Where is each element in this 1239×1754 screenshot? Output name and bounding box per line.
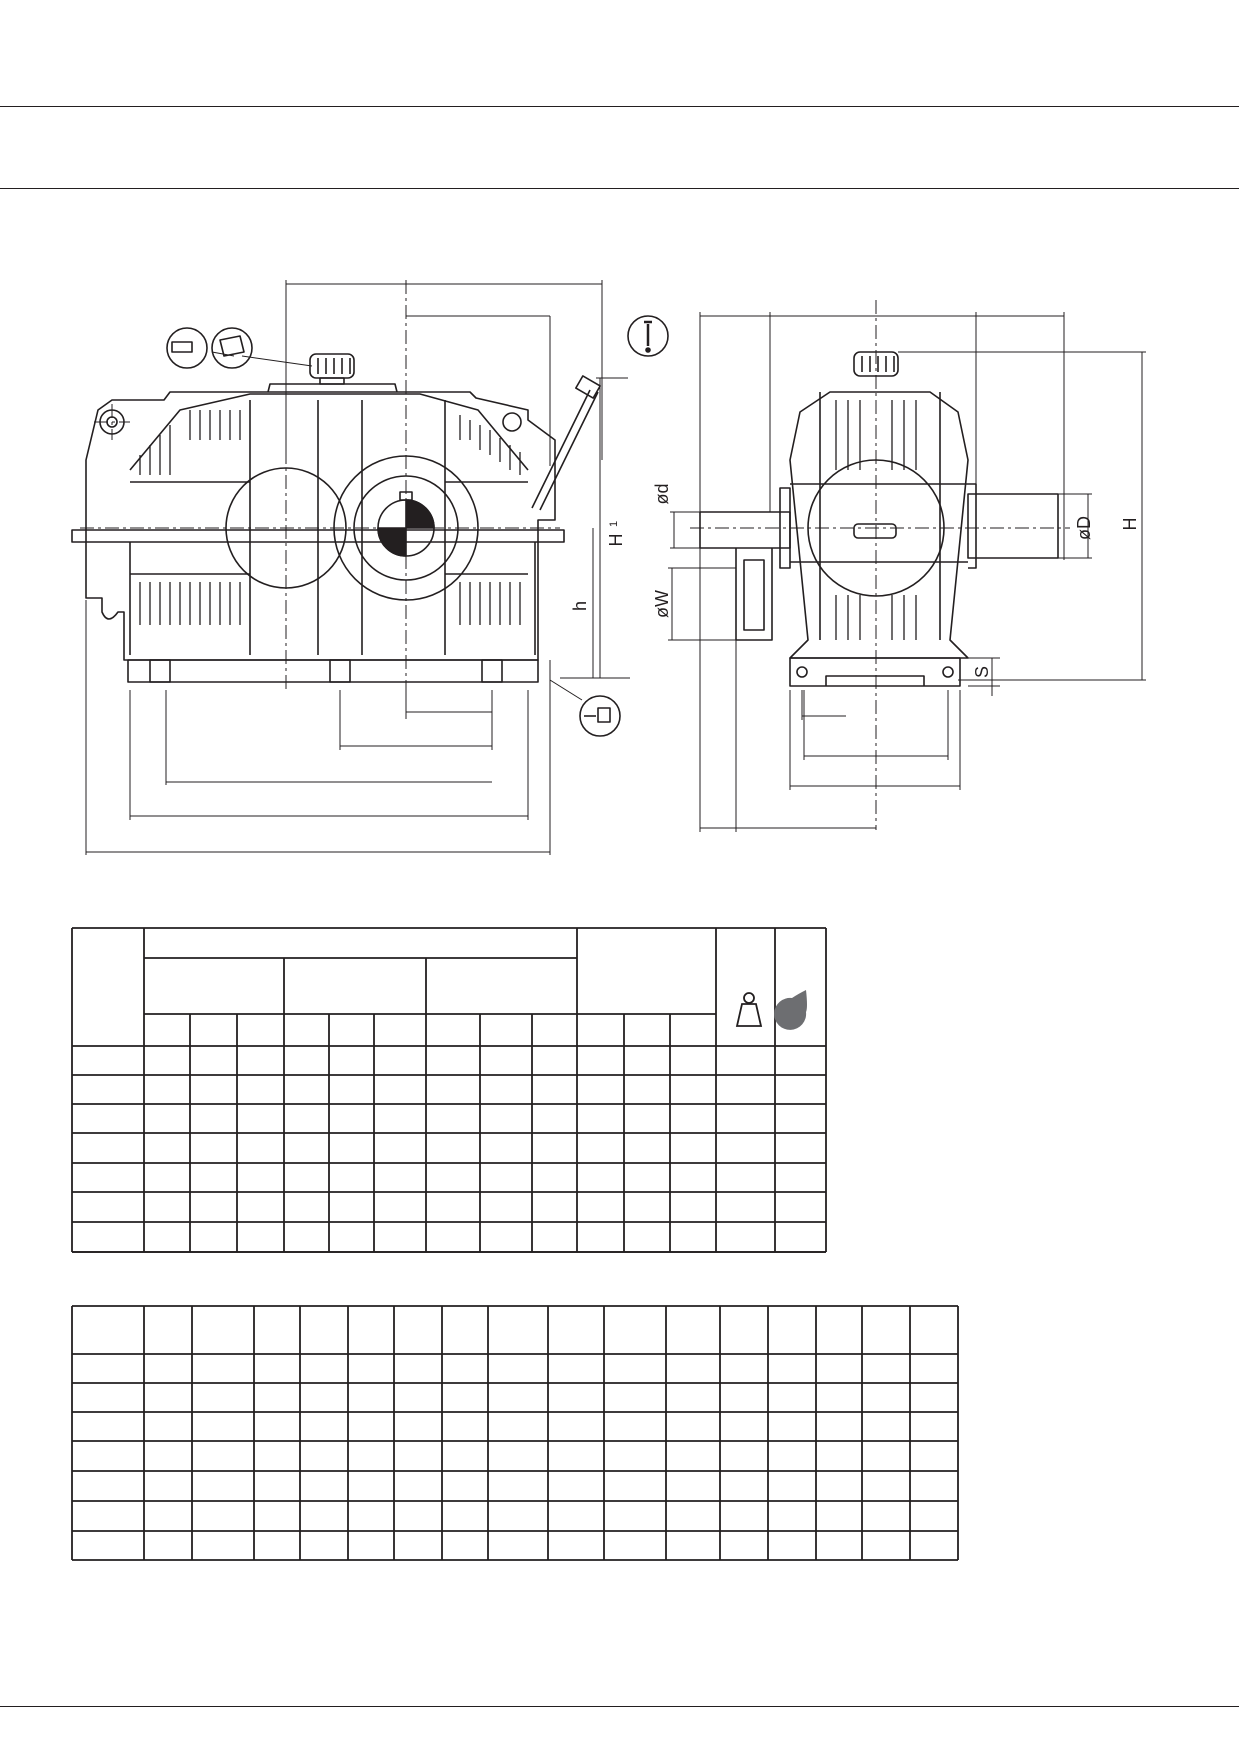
- dim-label-H1: H: [606, 534, 626, 547]
- side-view: [71, 280, 630, 855]
- dim-label-oW: øW: [652, 590, 672, 618]
- dimensions-table-1: [71, 927, 827, 1253]
- header-rule: [0, 188, 1239, 189]
- dim-label-oD: øD: [1074, 516, 1094, 540]
- footer-rule: [0, 1706, 1239, 1707]
- dim-label-H: H: [1120, 518, 1140, 531]
- lubrication-fill-icon: [166, 327, 253, 369]
- dim-label-S: S: [972, 666, 992, 678]
- gearbox-drawing: H 1 h ød øW øD H S: [71, 280, 1146, 855]
- dimension-labels: H 1 h ød øW øD H S: [570, 483, 1140, 678]
- weight-icon: [735, 992, 763, 1027]
- dim-label-od: ød: [652, 483, 672, 504]
- oil-level-dipstick-icon: [627, 315, 669, 357]
- dim-label-h: h: [570, 601, 590, 611]
- top-rule: [0, 106, 1239, 107]
- dim-label-H1-sub: 1: [608, 521, 620, 527]
- drain-plug-icon: [579, 695, 621, 737]
- oil-drop-icon: [774, 990, 807, 1030]
- end-view: [668, 300, 1146, 832]
- dimensions-table-2: [71, 1305, 959, 1561]
